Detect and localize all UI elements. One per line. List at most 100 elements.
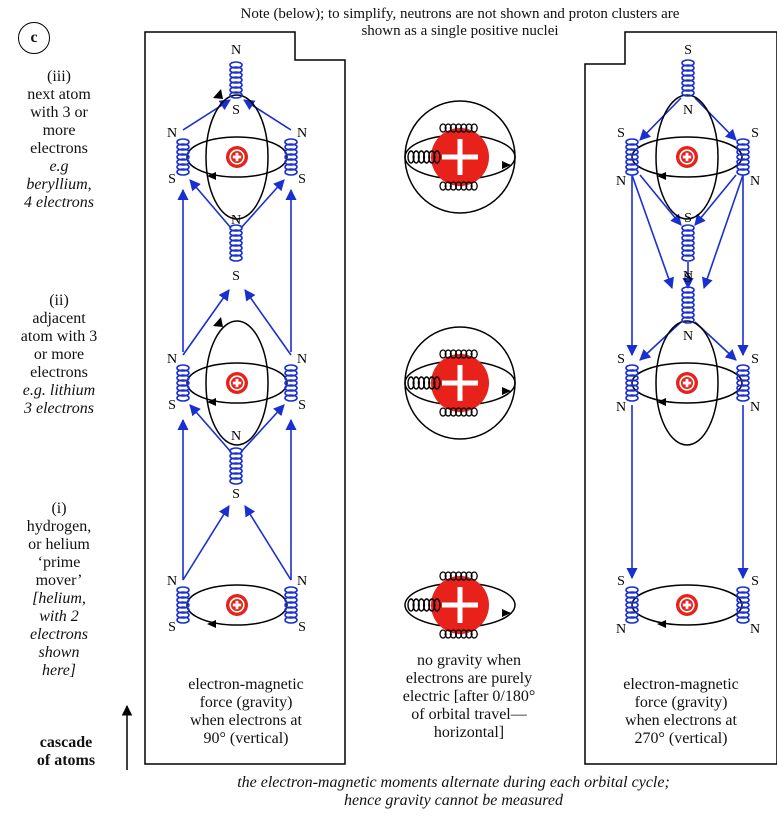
label-line: next atom — [27, 86, 91, 103]
field-arrow — [189, 179, 232, 229]
field-arrow — [694, 174, 737, 226]
caption-line: electron-magnetic — [623, 676, 739, 693]
label-line: 3 electrons — [23, 400, 95, 417]
electron-coil — [407, 376, 441, 390]
label-line: (iii) — [47, 68, 71, 85]
label-line: ‘prime — [37, 554, 81, 571]
electron-coil — [625, 364, 639, 402]
north-pole-label: N — [167, 126, 177, 141]
panel-label: c — [18, 22, 50, 54]
caption-line: force (gravity) — [634, 694, 728, 711]
orbit-direction-arrow — [213, 317, 223, 327]
electron-coil — [407, 150, 441, 164]
south-pole-label: S — [232, 103, 240, 118]
label-line: more — [42, 122, 76, 139]
horizontal-orbit — [631, 584, 743, 626]
label-adjacent-atom: (ii) adjacent atom with 3 or more electr… — [0, 292, 118, 418]
electron-coil — [736, 138, 750, 176]
label-line: atom with 3 — [20, 328, 98, 345]
north-pole-label: N — [683, 103, 693, 118]
south-pole-label: S — [617, 352, 625, 367]
note-text: Note (below); to simplify, neutrons are … — [150, 6, 770, 40]
label-line: hydrogen, — [26, 518, 92, 535]
label-line: with 2 — [39, 608, 79, 625]
label-line: adjacent — [32, 310, 86, 327]
field-arrow — [240, 179, 285, 229]
caption-right: electron-magnetic force (gravity) when e… — [588, 676, 774, 748]
label-line: (ii) — [49, 292, 69, 309]
field-arrow — [639, 174, 682, 226]
horizontal-orbit — [186, 136, 288, 178]
north-pole-label: N — [683, 329, 693, 344]
field-arrows — [177, 97, 749, 581]
south-pole-label: S — [751, 352, 759, 367]
orbit-direction-arrow — [657, 620, 666, 628]
orbit-direction-arrow — [207, 172, 216, 180]
north-pole-label: N — [167, 352, 177, 367]
orbit-direction-arrow — [657, 398, 666, 406]
south-pole-label: S — [298, 172, 306, 187]
south-pole-label: S — [298, 620, 306, 635]
field-arrow — [182, 99, 231, 131]
label-line: electrons — [30, 140, 88, 157]
electron-coil — [625, 586, 639, 624]
label-line: e.g — [49, 158, 69, 175]
north-pole-label: N — [297, 126, 307, 141]
north-pole-label: N — [683, 269, 693, 284]
orbit-direction-arrow — [502, 609, 511, 617]
label-line: (i) — [51, 500, 67, 517]
footer-line-2: hence gravity cannot be measured — [344, 792, 563, 809]
orbit-direction-arrow — [657, 172, 666, 180]
caption-line: 270° (vertical) — [634, 730, 728, 747]
electron-coil — [229, 61, 243, 99]
vertical-orbit — [655, 320, 719, 446]
field-arrow — [182, 289, 230, 356]
caption-line: no gravity when — [417, 652, 521, 669]
positive-nucleus — [226, 372, 248, 394]
field-arrow — [240, 404, 285, 453]
south-pole-label: S — [232, 269, 240, 284]
north-pole-label: N — [297, 574, 307, 589]
orbit-direction-arrow — [502, 161, 511, 169]
orbit-direction-arrow — [207, 620, 216, 628]
field-arrow — [701, 174, 744, 290]
south-pole-label: S — [298, 398, 306, 413]
electron-coil — [439, 349, 478, 417]
caption-line: electrons are purely — [405, 670, 533, 687]
north-pole-label: N — [616, 622, 626, 637]
positive-nucleus — [431, 354, 489, 412]
orbit-direction-arrow — [207, 398, 216, 406]
note-line-2: shown as a single positive nuclei — [361, 23, 559, 39]
note-line-1: Note (below); to simplify, neutrons are … — [240, 6, 680, 22]
field-arrow — [639, 97, 682, 141]
electron-coil — [284, 586, 298, 624]
electron-coil — [284, 364, 298, 402]
south-pole-label: S — [751, 574, 759, 589]
electron-coil — [625, 138, 639, 176]
electron-coil — [284, 138, 298, 176]
positive-nucleus — [676, 372, 698, 394]
vertical-orbit — [655, 94, 719, 220]
label-line: shown — [38, 644, 80, 661]
orbit-direction-arrow — [502, 387, 511, 395]
south-pole-label: S — [684, 43, 692, 58]
electron-coil — [439, 571, 478, 639]
label-line: or helium — [28, 536, 90, 553]
north-pole-label: N — [750, 400, 760, 415]
electron-coil — [407, 598, 441, 612]
north-pole-label: N — [750, 622, 760, 637]
footer-line-1: the electron-magnetic moments alternate … — [237, 774, 670, 791]
label-line: with 3 or — [30, 104, 88, 121]
footer-text: the electron-magnetic moments alternate … — [130, 774, 777, 810]
electron-coil — [736, 364, 750, 402]
field-arrow — [244, 289, 292, 356]
south-pole-label: S — [232, 487, 240, 502]
electron-coil — [681, 59, 695, 97]
label-line: of atoms — [36, 752, 96, 769]
horizontal-orbit — [186, 584, 288, 626]
south-pole-label: S — [617, 574, 625, 589]
horizontal-orbit — [631, 362, 743, 404]
south-pole-label: S — [617, 126, 625, 141]
caption-line: of orbital travel— — [411, 706, 527, 723]
